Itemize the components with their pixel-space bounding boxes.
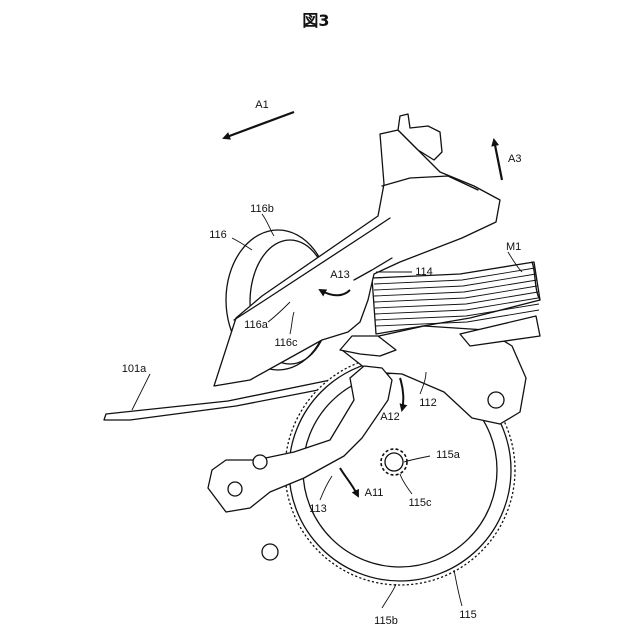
arrow-a1 xyxy=(224,112,294,138)
label-116a: 116a xyxy=(244,319,269,331)
label-113: 113 xyxy=(309,503,327,515)
label-115a: 115a xyxy=(436,449,461,461)
label-m1: M1 xyxy=(506,241,521,253)
label-a12: A12 xyxy=(380,411,400,423)
leader-115 xyxy=(454,570,462,606)
label-116c: 116c xyxy=(274,337,298,349)
label-a11: A11 xyxy=(365,487,384,499)
label-116: 116 xyxy=(209,229,227,241)
label-112: 112 xyxy=(419,397,437,409)
label-115b: 115b xyxy=(374,615,398,627)
label-a1: A1 xyxy=(255,99,268,111)
stop-pin-lower xyxy=(262,544,278,560)
label-114: 114 xyxy=(415,266,433,278)
label-a3: A3 xyxy=(508,153,521,165)
label-116b: 116b xyxy=(250,203,274,215)
leader-101a xyxy=(132,374,150,410)
shaft-115a xyxy=(385,453,403,471)
lever-112-pivot xyxy=(488,392,504,408)
link-113-pivot xyxy=(228,482,242,496)
label-101a: 101a xyxy=(122,363,147,375)
stop-pin-upper xyxy=(253,455,267,469)
guide-plate xyxy=(460,316,540,346)
label-a13: A13 xyxy=(330,269,350,281)
figure-title: 図3 xyxy=(302,11,329,30)
label-115c: 115c xyxy=(408,497,432,509)
label-115: 115 xyxy=(459,609,477,621)
leader-115b xyxy=(382,584,396,608)
arrow-a3 xyxy=(494,140,502,180)
